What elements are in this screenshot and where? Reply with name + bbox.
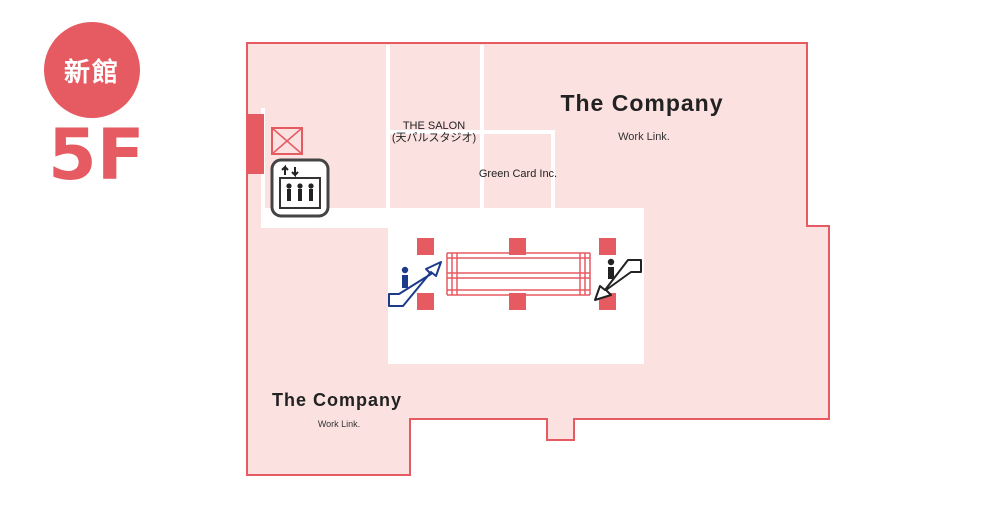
building-badge: 新館 — [44, 22, 140, 118]
salon-subtitle: (天パルスタジオ) — [392, 131, 476, 144]
floor-number: 5F — [48, 114, 145, 196]
columns — [417, 238, 616, 310]
stairs-icon — [271, 127, 303, 155]
building-label: 新館 — [63, 57, 120, 88]
elevator-icon[interactable] — [270, 158, 330, 218]
escalator-up-icon[interactable] — [388, 261, 442, 307]
escalator-down-icon[interactable] — [594, 258, 642, 301]
service-core — [246, 114, 264, 174]
company-top-name: The Company — [560, 90, 723, 116]
salon-name: THE SALON — [403, 120, 465, 132]
green-card-label: Green Card Inc. — [479, 168, 557, 180]
atrium-void — [388, 208, 644, 364]
company-top-sub: Work Link. — [618, 131, 670, 143]
company-bottom-sub: Work Link. — [318, 419, 360, 429]
company-bottom-name: The Company — [272, 390, 402, 410]
